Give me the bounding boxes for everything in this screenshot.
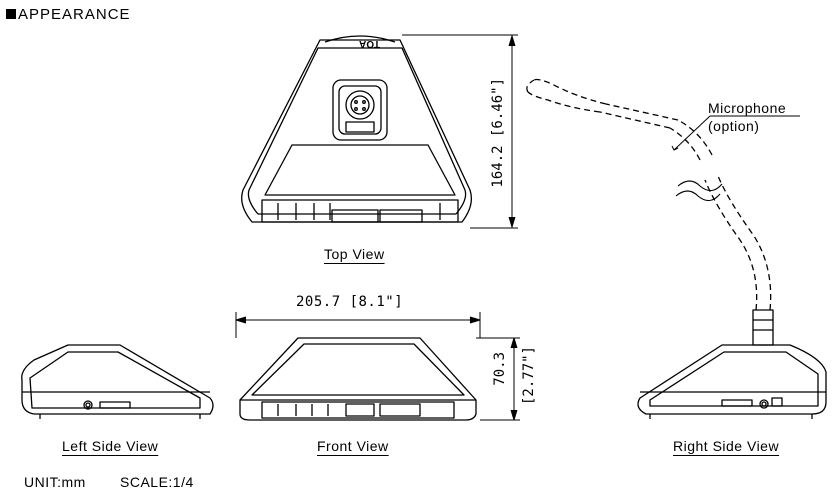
front-width-dimension-label: 205.7 [8.1"] (296, 294, 404, 310)
section-title: APPEARANCE (6, 6, 131, 23)
front-height-in-label: [2.77"] (521, 346, 537, 406)
microphone-drawing (526, 78, 772, 311)
scale-note: SCALE:1/4 (120, 474, 194, 490)
front-width-dimension (235, 312, 481, 338)
front-height-mm-label: 70.3 (492, 352, 508, 386)
microphone-callout-leader (671, 115, 800, 151)
microphone-callout-label: Microphone (708, 100, 787, 116)
brand-mark: TOA (359, 38, 380, 49)
front-view-label: Front View (317, 438, 389, 454)
top-height-dimension (402, 34, 518, 229)
top-view-label: Top View (324, 246, 385, 262)
left-side-view-drawing (21, 344, 214, 419)
top-height-dimension-label: 164.2 [6.46"] (490, 78, 506, 188)
title-text: APPEARANCE (18, 6, 131, 23)
left-side-view-label: Left Side View (62, 438, 159, 454)
right-side-view-drawing (637, 309, 827, 419)
front-view-drawing (239, 337, 477, 421)
microphone-callout-sublabel: (option) (708, 118, 760, 134)
right-side-view-label: Right Side View (673, 438, 780, 454)
front-height-dimension (476, 337, 520, 421)
bullet-square-icon (6, 9, 16, 19)
top-view-drawing (241, 35, 473, 223)
gooseneck-break-marks (675, 180, 723, 202)
unit-note: UNIT:mm (24, 474, 86, 490)
